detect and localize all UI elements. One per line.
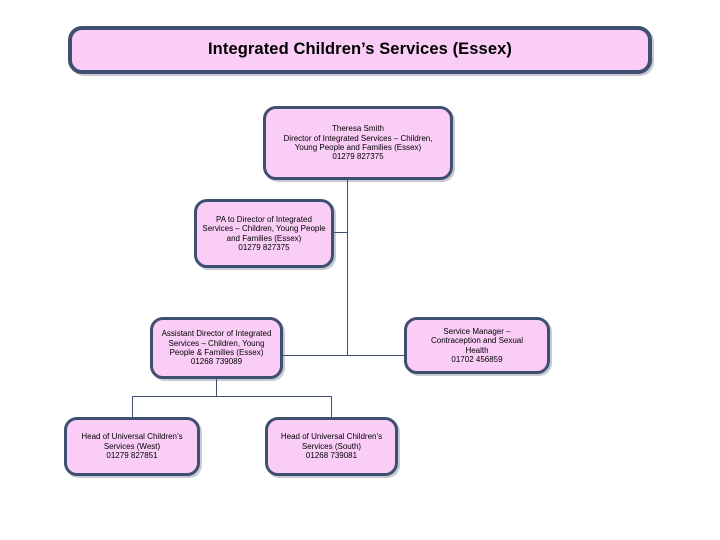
pa-role-line-1: PA to Director of Integrated <box>216 214 312 224</box>
connector-branch-bar <box>216 355 478 356</box>
head-west-role-line-1: Head of Universal Children’s <box>81 432 183 442</box>
head-south-phone: 01268 739081 <box>305 451 358 461</box>
node-head-universal-west[interactable]: Head of Universal Children’s Services (W… <box>64 417 200 476</box>
service-manager-phone: 01702 456859 <box>451 354 503 364</box>
chart-title-text: Integrated Children’s Services (Essex) <box>208 40 512 59</box>
head-west-phone: 01279 827851 <box>106 451 158 461</box>
assistant-director-phone: 01268 739089 <box>190 357 243 367</box>
connector-assistant-director-trunk <box>216 379 217 396</box>
head-south-role-line-1: Head of Universal Children’s <box>280 432 383 442</box>
service-manager-role-line-3: Health <box>465 345 489 355</box>
assistant-director-role-line-1: Assistant Director of Integrated <box>161 329 272 339</box>
connector-head-west-drop <box>132 396 133 417</box>
connector-director-trunk <box>347 180 348 355</box>
connector-heads-bar <box>132 396 332 397</box>
service-manager-role-line-2: Contraception and Sexual <box>430 336 524 346</box>
node-service-manager[interactable]: Service Manager – Contraception and Sexu… <box>404 317 550 374</box>
director-phone: 01279 827375 <box>332 152 384 162</box>
assistant-director-role-line-2: Services – Children, Young <box>168 338 265 348</box>
director-role-line-1: Director of Integrated Services – Childr… <box>283 133 433 143</box>
connector-pa-stub <box>334 232 348 233</box>
node-head-universal-south[interactable]: Head of Universal Children’s Services (S… <box>265 417 398 476</box>
assistant-director-role-line-3: People & Families (Essex) <box>169 348 264 357</box>
head-south-role-line-2: Services (South) <box>301 441 362 451</box>
head-west-role-line-2: Services (West) <box>103 441 161 451</box>
pa-role-line-2: Services – Children, Young People <box>202 224 326 234</box>
node-assistant-director[interactable]: Assistant Director of Integrated Service… <box>150 317 283 379</box>
director-name: Theresa Smith <box>331 124 385 134</box>
chart-title-box: Integrated Children’s Services (Essex) <box>68 26 652 74</box>
node-director[interactable]: Theresa Smith Director of Integrated Ser… <box>263 106 453 180</box>
node-pa-to-director[interactable]: PA to Director of Integrated Services – … <box>194 199 334 268</box>
connector-head-south-drop <box>331 396 332 417</box>
service-manager-role-line-1: Service Manager – <box>443 326 511 336</box>
pa-phone: 01279 827375 <box>238 242 290 252</box>
director-role-line-2: Young People and Families (Essex) <box>294 143 422 152</box>
pa-role-line-3: and Families (Essex) <box>226 233 302 243</box>
